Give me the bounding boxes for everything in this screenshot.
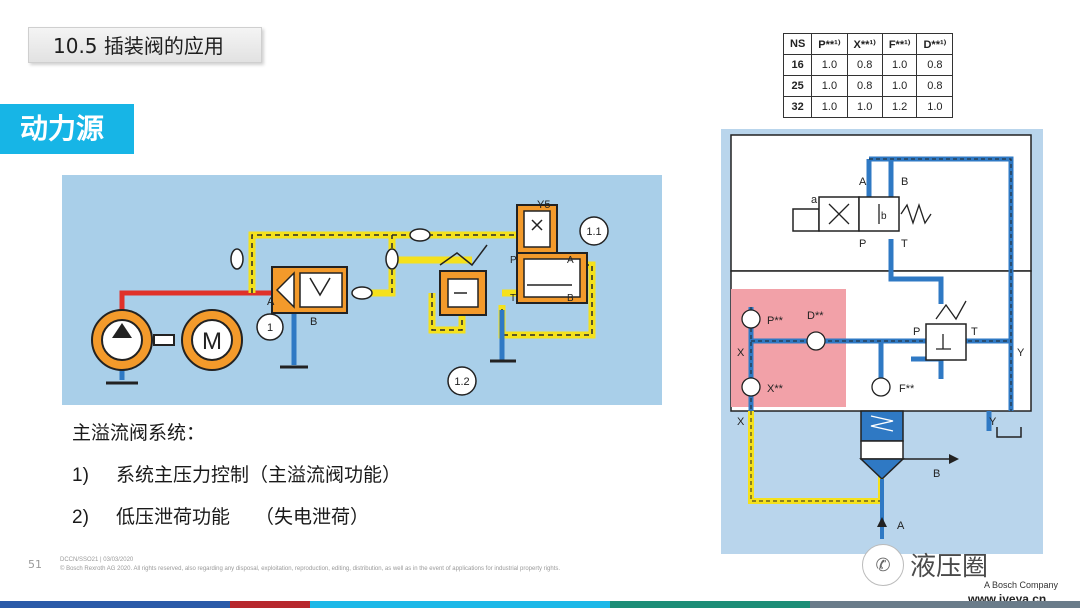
table-header: F**¹⁾ xyxy=(881,33,918,55)
table-cell: 1.0 xyxy=(846,96,883,118)
valve-a-label: a xyxy=(811,194,818,206)
solenoid-coil xyxy=(792,208,820,232)
table-header: P**¹⁾ xyxy=(811,33,848,55)
watermark-sub: A Bosch Company xyxy=(984,580,1059,590)
table-cell: 1.0 xyxy=(811,75,848,97)
orifice-d-label: D** xyxy=(807,310,824,322)
footer-meta: DCCN/SSO21 | 03/03/2020 © Bosch Rexroth … xyxy=(60,556,560,574)
callout-1-2 xyxy=(447,366,477,396)
y-bottom-label: Y xyxy=(989,416,997,428)
table-cell: 32 xyxy=(782,96,813,118)
table-cell: 1.0 xyxy=(811,54,848,76)
table-cell: 16 xyxy=(782,54,813,76)
table-cell: 1.0 xyxy=(881,54,918,76)
port-a-label: A xyxy=(267,296,275,308)
svg-text:1.1: 1.1 xyxy=(586,226,601,238)
callout-1 xyxy=(256,313,284,341)
callout-1-1 xyxy=(579,216,609,246)
top-a-label: A xyxy=(859,176,867,188)
left-hydraulic-diagram: M A B Y5 P A T B 1.1 xyxy=(62,175,662,405)
table-cell: 0.8 xyxy=(916,75,954,97)
right-hydraulic-diagram: a b A B P T P** D** X X** F** P T Y X Y xyxy=(721,129,1043,554)
cartridge-poppet xyxy=(859,458,905,481)
top-b-label: B xyxy=(901,176,908,188)
table-cell: 1.0 xyxy=(916,96,954,118)
section-title: 动力源 xyxy=(0,104,134,154)
valve-b-label: b xyxy=(881,211,887,222)
list-item-number: 2) xyxy=(72,507,89,528)
port-p-label: P xyxy=(510,255,517,266)
list-item-text: 系统主压力控制（主溢流阀功能） xyxy=(116,464,402,486)
b-out-label: B xyxy=(933,468,940,480)
svg-text:1.2: 1.2 xyxy=(454,376,469,388)
y5-label: Y5 xyxy=(537,199,550,211)
list-item-text: 低压泄荷功能 （失电泄荷） xyxy=(116,506,370,528)
valve-t-label: T xyxy=(901,238,908,250)
svg-text:1: 1 xyxy=(267,322,273,334)
table-header: X**¹⁾ xyxy=(846,33,883,55)
list-item-number: 1) xyxy=(72,465,89,486)
watermark-name: 液压圈 xyxy=(910,551,989,581)
motor-label: M xyxy=(202,328,222,355)
orifice-symbols xyxy=(741,309,891,397)
description-heading: 主溢流阀系统： xyxy=(72,422,206,444)
list-item: 1) 系统主压力控制（主溢流阀功能） xyxy=(72,460,401,487)
list-item: 2) 低压泄荷功能 （失电泄荷） xyxy=(72,502,369,529)
page-number: 51 xyxy=(28,558,42,571)
watermark: ✆ 液压圈 A Bosch Company www.iyeya.cn xyxy=(862,540,1080,608)
orifice-f-label: F** xyxy=(899,383,915,395)
table-cell: 0.8 xyxy=(846,75,883,97)
page-title: 10.5 插装阀的应用 xyxy=(28,27,262,63)
table-cell: 1.2 xyxy=(881,96,918,118)
orifice-x-label: X** xyxy=(767,383,784,395)
table-cell: 1.0 xyxy=(881,75,918,97)
x-left-label: X xyxy=(737,347,745,359)
table-header-row: NS P**¹⁾ X**¹⁾ F**¹⁾ D**¹⁾ xyxy=(782,33,954,55)
cartridge-spring-chamber xyxy=(860,410,904,442)
wechat-icon: ✆ xyxy=(862,544,904,586)
footer-color-bar xyxy=(0,601,1080,608)
table-cell: 1.0 xyxy=(811,96,848,118)
orifice-p-label: P** xyxy=(767,315,784,327)
table-row: 32 1.0 1.0 1.2 1.0 xyxy=(782,96,954,118)
table-header: NS xyxy=(782,33,813,55)
tank-symbols xyxy=(106,359,516,385)
table-row: 25 1.0 0.8 1.0 0.8 xyxy=(782,75,954,97)
orifice-table: NS P**¹⁾ X**¹⁾ F**¹⁾ D**¹⁾ 16 1.0 0.8 1.… xyxy=(782,33,954,118)
pressure-line xyxy=(119,290,274,313)
table-cell: 25 xyxy=(782,75,813,97)
relief-p-label: P xyxy=(913,326,920,338)
table-cell: 0.8 xyxy=(846,54,883,76)
port-a2-label: A xyxy=(567,255,574,266)
valve-p-label: P xyxy=(859,238,866,250)
orifice-symbols xyxy=(230,228,431,300)
a-in-label: A xyxy=(897,520,905,532)
relief-valve xyxy=(925,323,967,361)
table-row: 16 1.0 0.8 1.0 0.8 xyxy=(782,54,954,76)
table-cell: 0.8 xyxy=(916,54,954,76)
port-b-label: B xyxy=(310,316,317,328)
port-b2-label: B xyxy=(567,293,574,304)
x-bottom-label: X xyxy=(737,416,745,428)
relief-t-label: T xyxy=(971,326,978,338)
footer-meta-line: © Bosch Rexroth AG 2020. All rights rese… xyxy=(60,566,561,572)
port-t-label: T xyxy=(510,293,516,304)
table-header: D**¹⁾ xyxy=(916,33,954,55)
footer-meta-line: DCCN/SSO21 | 03/03/2020 xyxy=(60,557,134,563)
y-right-label: Y xyxy=(1017,347,1025,359)
